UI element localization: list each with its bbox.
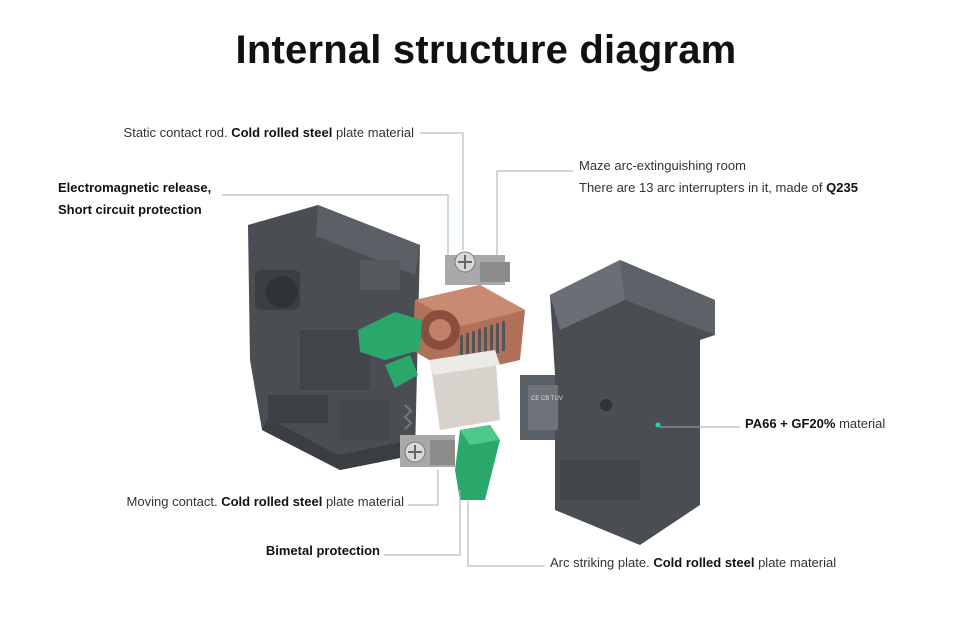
housing-material: PA66 + GF20% (745, 416, 835, 431)
bimetal-label: Bimetal protection (266, 540, 380, 562)
arc-plate-suffix: plate material (754, 555, 836, 570)
static-contact-suffix: plate material (332, 125, 414, 140)
housing-suffix: material (835, 416, 885, 431)
static-contact-text: Static contact rod. (124, 125, 232, 140)
moving-contact-text: Moving contact. (127, 494, 222, 509)
arc-chamber-plate (430, 350, 500, 430)
electromagnetic-label: Electromagnetic release, Short circuit p… (58, 177, 211, 221)
electromagnetic-line2: Short circuit protection (58, 202, 202, 217)
right-housing-half: CE CB TUV (520, 260, 715, 545)
maze-material: Q235 (826, 180, 858, 195)
top-terminal (445, 252, 510, 285)
bottom-terminal (400, 435, 455, 467)
arc-plate-material: Cold rolled steel (653, 555, 754, 570)
maze-line1: Maze arc-extinguishing room (579, 158, 746, 173)
cert-marks: CE CB TUV (531, 396, 563, 402)
arc-plate-text: Arc striking plate. (550, 555, 653, 570)
maze-line2: There are 13 arc interrupters in it, mad… (579, 180, 826, 195)
arc-plate-label: Arc striking plate. Cold rolled steel pl… (550, 552, 836, 574)
bimetal-text: Bimetal protection (266, 543, 380, 558)
static-contact-label: Static contact rod. Cold rolled steel pl… (124, 122, 414, 144)
moving-contact-label: Moving contact. Cold rolled steel plate … (127, 491, 404, 513)
electromagnetic-line1: Electromagnetic release, (58, 180, 211, 195)
static-contact-material: Cold rolled steel (231, 125, 332, 140)
moving-contact-material: Cold rolled steel (221, 494, 322, 509)
moving-contact-suffix: plate material (322, 494, 404, 509)
housing-material-label: PA66 + GF20% material (745, 413, 885, 435)
maze-arc-label: Maze arc-extinguishing room There are 13… (579, 155, 858, 199)
